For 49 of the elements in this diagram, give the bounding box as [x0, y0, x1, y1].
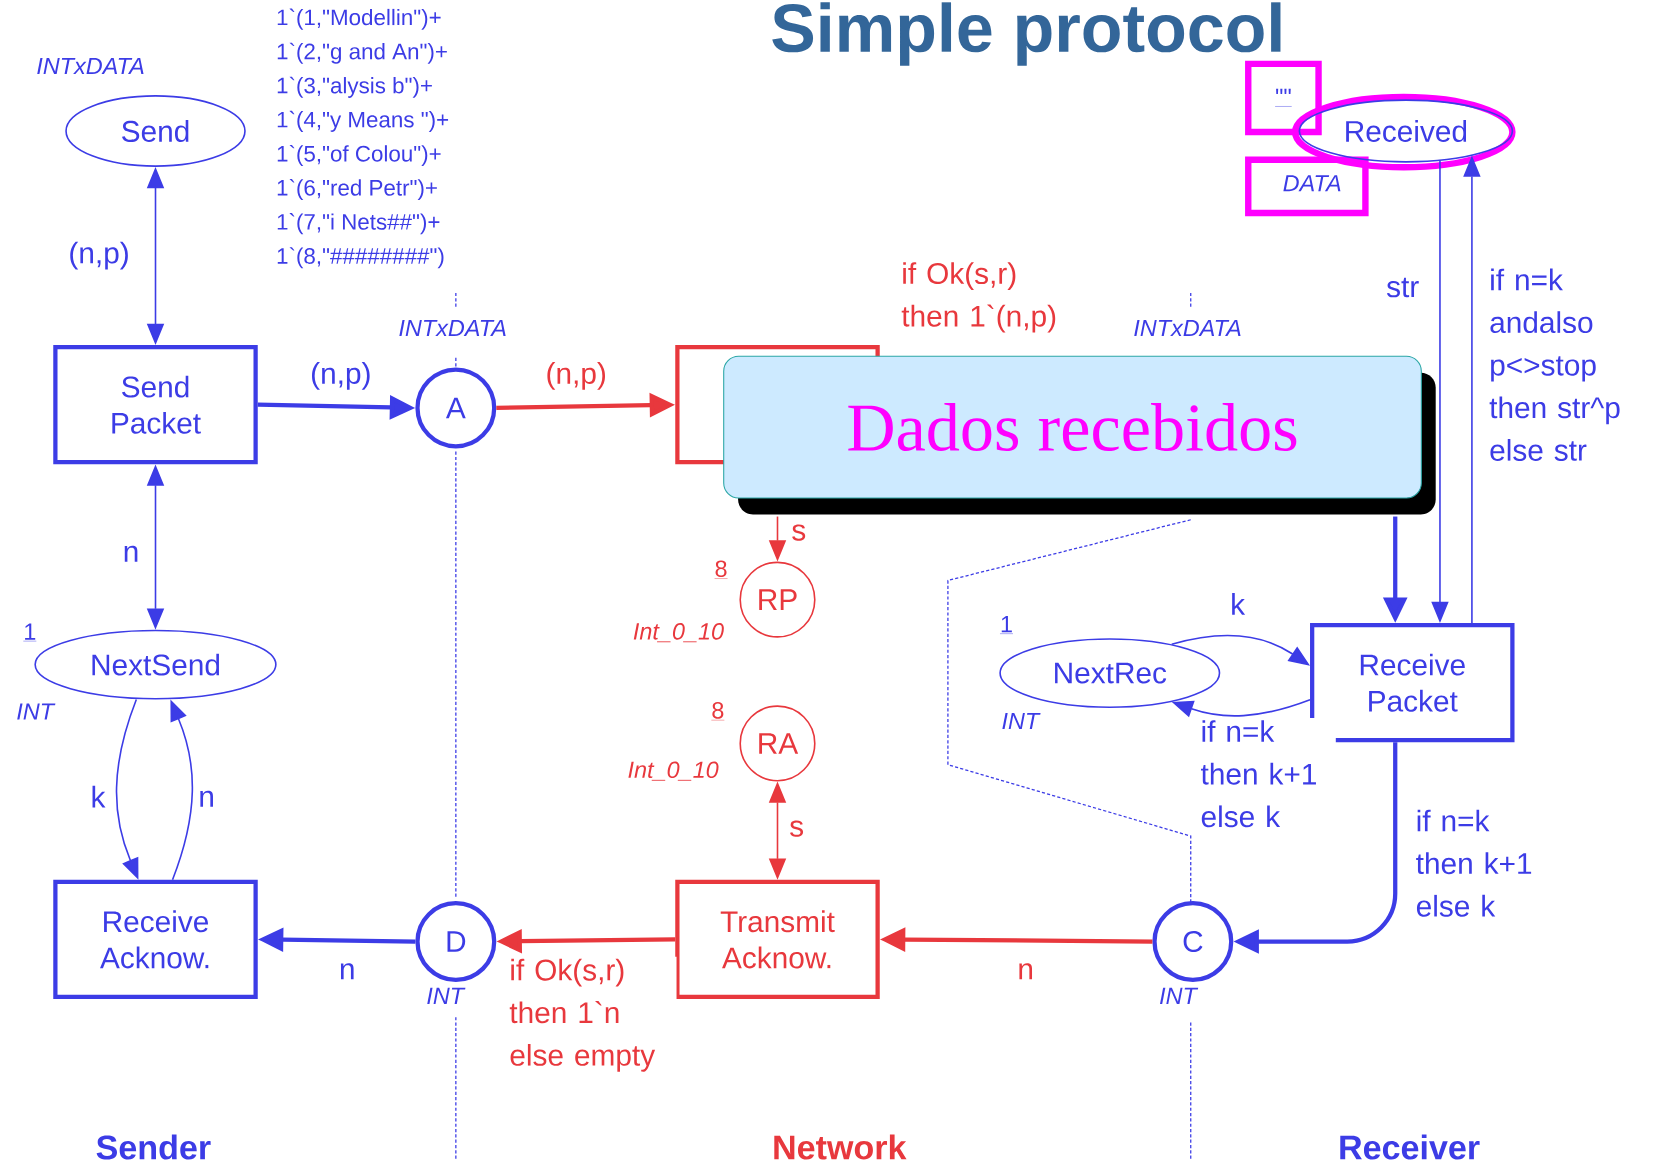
type-label: Int_0_10	[633, 622, 724, 643]
marking-label: ""	[1274, 88, 1292, 107]
edge-label: n	[120, 543, 142, 564]
guard-label: if Ok(s,r) then 1`(n,p)	[901, 262, 1056, 333]
type-label: INT	[1160, 987, 1199, 1004]
marking-label: 1`(3,"alysis b")+	[277, 76, 432, 98]
marking-label: 1`(6,"red Petr")+	[277, 178, 437, 201]
edge-label: if Ok(s,r) then 1`n else empty	[507, 956, 677, 1074]
edge-label: n	[1015, 961, 1037, 982]
title: Simple protocol	[772, 2, 1281, 66]
marking-label: 1	[23, 623, 37, 642]
edge-label: (n,p)	[66, 239, 132, 272]
edge-label: n	[336, 961, 358, 982]
section-label: Network	[774, 1134, 907, 1160]
edge-label: if n=k then k+1 else k	[1198, 718, 1336, 830]
transition-box: Send Packet	[53, 345, 258, 465]
transition-box: Receive Acknow.	[53, 879, 258, 999]
marking-label: 1`(2,"g and An")+	[277, 42, 447, 64]
marking-label: 1`(5,"of Colou")+	[277, 144, 441, 166]
edge-label: str	[1384, 275, 1422, 300]
edge-label: if n=k andalso p<>stop then str^p else str	[1487, 266, 1652, 463]
edge-label: s	[787, 818, 807, 839]
type-label: Int_0_10	[628, 761, 719, 781]
type-label: INT	[427, 987, 466, 1004]
arrow	[1170, 634, 1310, 666]
type-label: INTxDATA	[37, 57, 144, 74]
section-label: Sender	[96, 1134, 211, 1160]
transition-box: Transmit Acknow.	[675, 879, 880, 999]
edge-label: k	[1228, 590, 1248, 617]
marking-label: 8	[711, 702, 725, 721]
type-label: INT	[17, 703, 56, 720]
edge-label: n	[196, 788, 218, 809]
callout-box: Dados recebidos	[723, 355, 1436, 515]
edge-label: k	[88, 783, 108, 810]
marking-label: 8	[714, 560, 728, 579]
marking-label: 1	[999, 616, 1014, 634]
edge-label: (n,p)	[543, 359, 609, 392]
marking-label: 1`(7,"i Nets##")+	[277, 213, 440, 235]
type-label: INT	[1002, 712, 1041, 729]
marking-label: 1`(4,"y Means ")+	[277, 110, 449, 132]
edge-label: if n=k then k+1 else k	[1413, 807, 1551, 919]
transition-box: Receive Packet	[1310, 623, 1515, 743]
marking-label: 1`(1,"Modellin")+	[277, 8, 441, 30]
type-label: DATA	[1283, 175, 1341, 192]
edge-label: (n,p)	[308, 359, 374, 392]
marking-label: 1`(8,"########")	[277, 247, 444, 269]
section-label: Receiver	[1340, 1134, 1480, 1160]
edge-label: s	[789, 522, 809, 543]
type-label: INTxDATA	[399, 319, 506, 336]
